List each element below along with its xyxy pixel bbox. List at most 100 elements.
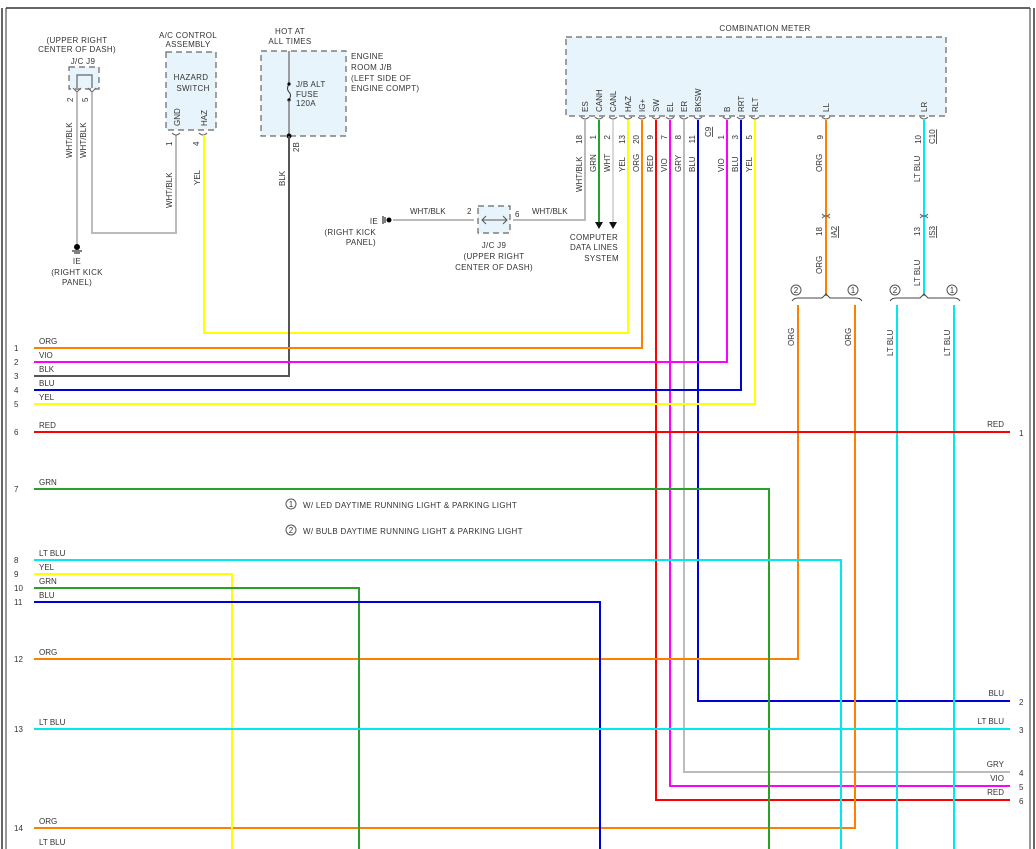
left-wire-label: YEL (39, 563, 55, 572)
meter-pin-num: 7 (660, 134, 669, 139)
meter-terminal (580, 116, 590, 120)
connector-is3-icon (919, 213, 929, 219)
wire-er-gry (683, 120, 1010, 773)
meter-pin-name: CANH (595, 89, 604, 112)
wire-haz-yel (203, 120, 629, 334)
wire-rlt-yel (34, 120, 756, 405)
meter-pin-name: B (723, 107, 732, 112)
meter-pin-name: LR (920, 102, 929, 112)
branch-org-1-label: ORG (844, 328, 853, 346)
hazard-switch-label1: HAZARD (174, 73, 209, 82)
lr-conn-wire: LT BLU (913, 259, 922, 286)
ground-left-name: IE (73, 257, 81, 266)
arrow-down-icon (595, 222, 617, 229)
connector-c9: C9 (704, 126, 713, 137)
left-wire-label: GRN (39, 577, 57, 586)
meter-pin-wire: ORG (632, 154, 641, 172)
right-wire-num: 3 (1019, 726, 1024, 735)
meter-pin-wire: BLU (688, 156, 697, 172)
meter-terminal (594, 116, 604, 120)
left-wire-label: BLU (39, 591, 55, 600)
right-wire-label: RED (987, 788, 1004, 797)
meter-pin-wire: BLU (731, 156, 740, 172)
wire-blk (34, 136, 290, 377)
meter-pin-name: RLT (751, 97, 760, 112)
ac-pin-gnd: GND (173, 108, 182, 126)
meter-box (565, 36, 947, 117)
ll-wire-label: ORG (815, 154, 824, 172)
engine-loc4: ENGINE COMPT) (351, 84, 419, 93)
fuse-icon (287, 83, 291, 101)
meter-terminal (623, 116, 633, 120)
left-wire-num: 7 (14, 485, 19, 494)
meter-pin-name: CANL (609, 90, 618, 112)
wire-branch-org-2 (34, 305, 799, 660)
right-wire-label: BLU (988, 689, 1004, 698)
meter-terminal (665, 116, 675, 120)
ground-mid-icon (386, 217, 392, 223)
meter-terminal (679, 116, 689, 120)
ac-wire-haz: YEL (193, 169, 202, 185)
right-wire-num: 6 (1019, 797, 1024, 806)
right-wire-num: 2 (1019, 698, 1024, 707)
left-wire-num: 3 (14, 372, 19, 381)
wire-bksw-blu (697, 120, 1010, 702)
meter-pin-num: 13 (618, 134, 627, 143)
meter-pin-name: ER (680, 101, 689, 112)
meter-pin-wire: YEL (618, 156, 627, 172)
left-wire-label: ORG (39, 817, 57, 826)
computer-line2: DATA LINES (570, 243, 618, 252)
meter-pin-num: 10 (914, 134, 923, 143)
left-wire-num: 12 (14, 655, 23, 664)
right-wire-num: 1 (1019, 429, 1024, 438)
ac-terminals (171, 132, 208, 136)
meter-pin-wire: WHT/BLK (575, 156, 584, 192)
branch-org-2-label: ORG (787, 328, 796, 346)
jc-j9-top-bridge (76, 74, 93, 88)
jc-j9-top-pin-b: 5 (81, 97, 90, 102)
legend: 1 W/ LED DAYTIME RUNNING LIGHT & PARKING… (285, 498, 523, 536)
wire-9-yel (34, 573, 233, 849)
legend-text-2: W/ BULB DAYTIME RUNNING LIGHT & PARKING … (303, 527, 523, 536)
left-wire-num: 10 (14, 584, 23, 593)
left-wire-label: VIO (39, 351, 53, 360)
wire-jc-to-gnd (91, 92, 177, 234)
engine-room-jb: HOT AT ALL TIMES J/B ALT FUSE 120A ENGIN… (260, 27, 419, 186)
left-wire-label: BLU (39, 379, 55, 388)
ground-icon (74, 244, 80, 250)
lr-conn-pin: 13 (913, 227, 922, 236)
branch-mark-1b: 1 (950, 286, 955, 295)
lr-conn-name: IS3 (928, 225, 937, 238)
left-wire-label: YEL (39, 393, 55, 402)
wire-11-blu (34, 601, 601, 849)
left-wire-num: 5 (14, 400, 19, 409)
meter-pin-name: EL (666, 102, 675, 112)
wire-rrt-blu (34, 120, 742, 391)
wire-b-vio (34, 120, 728, 363)
meter-pin-wire: RED (646, 155, 655, 172)
ground-mid-loc1: (RIGHT KICK (324, 228, 376, 237)
jc-j9-top-box (68, 66, 100, 90)
ac-num-haz: 4 (192, 141, 201, 146)
connector-ia2-icon (821, 213, 831, 219)
meter-terminal (693, 116, 703, 120)
wire-es (513, 120, 586, 221)
ll-conn-pin: 18 (815, 227, 824, 236)
ll-conn-name: IA2 (830, 225, 839, 238)
lr-wire-label: LT BLU (913, 155, 922, 182)
meter-pin-num: 8 (674, 134, 683, 139)
right-wire-num: 5 (1019, 783, 1024, 792)
meter-pin-num: 1 (717, 134, 726, 139)
left-wire-label: ORG (39, 337, 57, 346)
right-wire-label: RED (987, 420, 1004, 429)
meter-terminal (821, 116, 831, 120)
ground-mid-wire: WHT/BLK (410, 207, 446, 216)
left-wire-num: 11 (14, 598, 23, 607)
legend-text-1: W/ LED DAYTIME RUNNING LIGHT & PARKING L… (303, 501, 517, 510)
left-wire-label: LT BLU (39, 549, 66, 558)
hazard-switch-label2: SWITCH (176, 84, 209, 93)
engine-loc1: ENGINE (351, 52, 383, 61)
meter-pin-name: RRT (737, 96, 746, 112)
